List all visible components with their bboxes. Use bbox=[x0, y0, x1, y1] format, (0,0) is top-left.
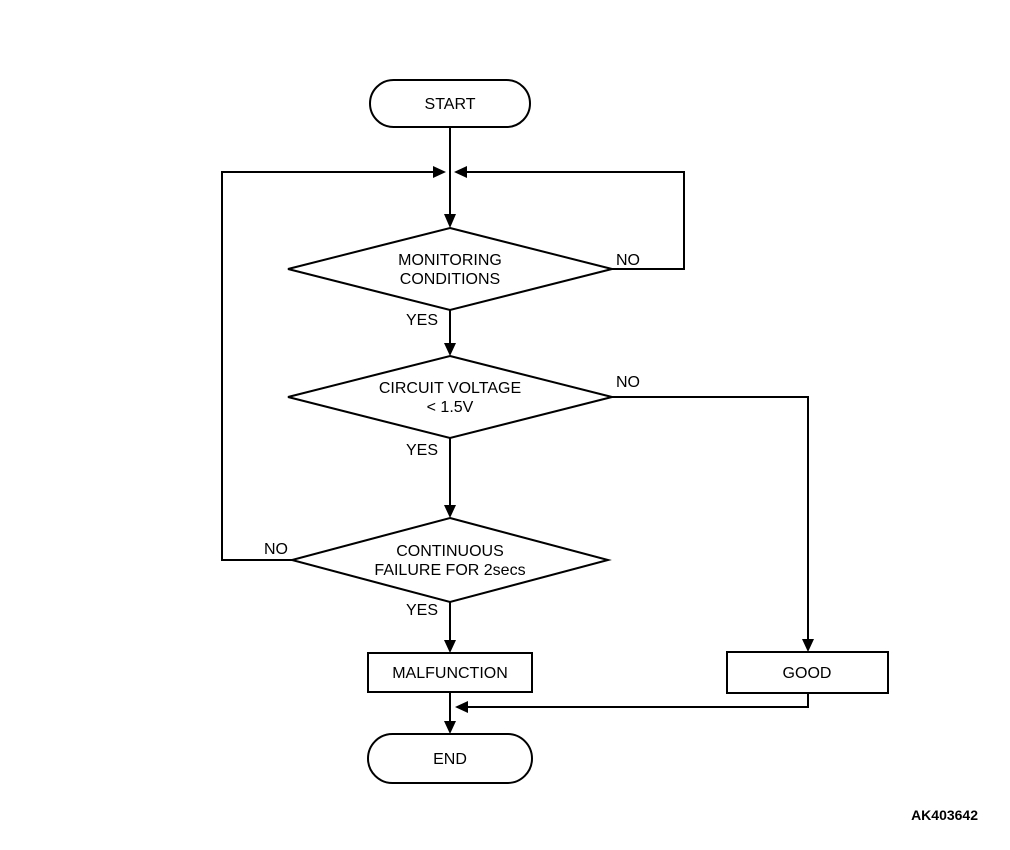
decision-monitoring-conditions-line2: CONDITIONS bbox=[400, 271, 500, 288]
label-failure-yes: YES bbox=[406, 602, 438, 619]
arrow-left-icon bbox=[455, 701, 468, 713]
label-failure-no: NO bbox=[264, 541, 288, 558]
arrow-down-icon bbox=[444, 214, 456, 228]
edge-failure-no-loop bbox=[221, 166, 446, 561]
good-node-label: GOOD bbox=[783, 665, 832, 682]
arrow-down-icon bbox=[444, 343, 456, 356]
label-voltage-yes: YES bbox=[406, 442, 438, 459]
edge-line bbox=[459, 693, 809, 708]
edge-voltage-yes bbox=[444, 438, 456, 518]
decision-continuous-failure-line1: CONTINUOUS bbox=[396, 543, 504, 560]
decision-continuous-failure-line2: FAILURE FOR 2secs bbox=[374, 562, 525, 579]
edge-monitoring-yes bbox=[444, 310, 456, 356]
decision-circuit-voltage-line2: < 1.5V bbox=[427, 399, 474, 416]
start-node bbox=[369, 79, 531, 128]
arrow-down-icon bbox=[802, 639, 814, 652]
arrow-left-icon bbox=[454, 166, 467, 178]
label-voltage-no: NO bbox=[616, 374, 640, 391]
edge-line bbox=[458, 171, 685, 270]
edge-monitoring-no-loop bbox=[454, 166, 685, 270]
start-node-label: START bbox=[425, 96, 476, 113]
edge-voltage-no-to-good bbox=[612, 396, 814, 652]
edge-line bbox=[612, 396, 809, 647]
decision-monitoring-conditions-line1: MONITORING bbox=[398, 252, 502, 269]
edge-good-to-end-merge bbox=[455, 693, 809, 713]
decision-continuous-failure bbox=[288, 516, 612, 604]
end-node bbox=[367, 733, 533, 784]
edge-start-to-monitoring bbox=[444, 127, 456, 228]
figure-code: AK403642 bbox=[911, 807, 978, 823]
malfunction-node bbox=[367, 652, 533, 693]
decision-circuit-voltage bbox=[287, 354, 613, 440]
edge-line bbox=[221, 171, 442, 561]
arrow-down-icon bbox=[444, 721, 456, 734]
malfunction-node-label: MALFUNCTION bbox=[392, 665, 508, 682]
edge-failure-yes-to-malfunction bbox=[444, 602, 456, 653]
good-node bbox=[726, 651, 889, 694]
arrow-down-icon bbox=[444, 505, 456, 518]
end-node-label: END bbox=[433, 751, 467, 768]
label-monitoring-no: NO bbox=[616, 252, 640, 269]
edge-malfunction-to-end bbox=[444, 692, 456, 734]
decision-monitoring-conditions bbox=[287, 226, 613, 312]
label-monitoring-yes: YES bbox=[406, 312, 438, 329]
arrow-down-icon bbox=[444, 640, 456, 653]
decision-circuit-voltage-line1: CIRCUIT VOLTAGE bbox=[379, 380, 521, 397]
arrow-right-icon bbox=[433, 166, 446, 178]
